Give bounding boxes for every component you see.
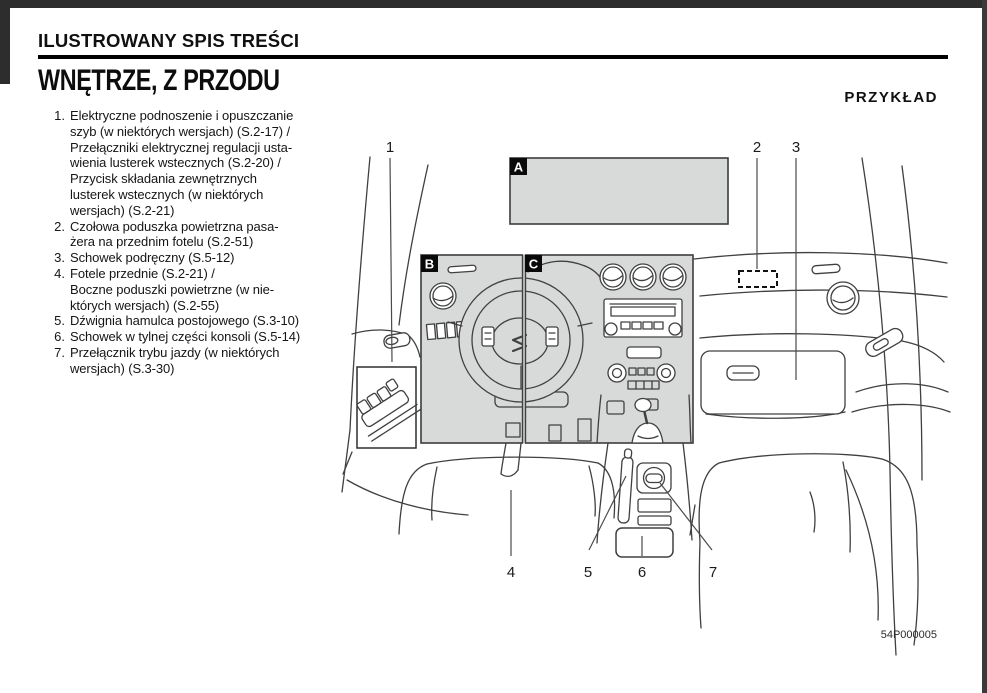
- page-edge-left: [0, 0, 10, 84]
- climate-controls: [607, 363, 676, 390]
- list-item-number: 7.: [54, 344, 65, 360]
- center-console-art: [527, 260, 692, 444]
- list-item: 5. Dźwignia hamulca postojowego (S.3-10): [50, 313, 350, 329]
- zone-chips: A B C: [421, 158, 542, 272]
- zone-chip-c: [525, 255, 542, 272]
- callout-3: 3: [792, 139, 800, 156]
- section-title: WNĘTRZE, Z PRZODU: [38, 64, 280, 97]
- list-item: 1. Elektryczne podnoszenie i opuszczanie…: [50, 108, 350, 219]
- left-seat: [398, 456, 616, 535]
- callout-7: 7: [709, 564, 717, 581]
- knee-panel-detail: [505, 422, 521, 438]
- zone-chip-a: [510, 158, 527, 175]
- panel-gap: [522, 254, 526, 444]
- gear-shifter: [631, 397, 664, 444]
- driver-dash-art: [425, 264, 569, 438]
- list-item-text: Przełącznik trybu jazdy (w niektórych we…: [70, 344, 280, 376]
- list-item-number: 5.: [54, 313, 65, 329]
- page-edge-top: [0, 0, 987, 8]
- list-item-number: 3.: [54, 250, 65, 266]
- right-door-handle: [865, 327, 904, 358]
- defroster-slot: [811, 263, 841, 275]
- list-item-number: 6.: [54, 329, 65, 345]
- console-switch: [606, 400, 625, 415]
- pedal: [548, 424, 562, 442]
- parking-brake-lever: [617, 448, 634, 524]
- console-compartment: [637, 498, 672, 513]
- seatbelt-buckle: [689, 504, 696, 536]
- lower-console: [596, 442, 693, 558]
- list-item-text: Elektryczne podnoszenie i opuszczanie sz…: [70, 108, 294, 218]
- zone-label-c: C: [529, 257, 539, 272]
- list-item-text: Dźwignia hamulca postojowego (S.3-10): [70, 313, 299, 329]
- right-seat: [689, 453, 919, 646]
- list-item: 4. Fotele przednie (S.2-21) / Boczne pod…: [50, 266, 350, 313]
- steering-wheel: [447, 277, 593, 403]
- callout-1: 1: [386, 139, 394, 156]
- page-title: ILUSTROWANY SPIS TREŚCI: [38, 30, 300, 51]
- header-rule: [38, 55, 948, 59]
- list-item-number: 1.: [54, 108, 65, 123]
- feature-list: 1. Elektryczne podnoszenie i opuszczanie…: [50, 108, 350, 377]
- callout-2: 2: [753, 139, 761, 156]
- list-item: 6. Schowek w tylnej części konsoli (S.5-…: [50, 329, 350, 345]
- zone-label-b: B: [425, 257, 434, 272]
- passenger-airbag-label: [738, 270, 778, 288]
- glovebox: [700, 350, 846, 415]
- console-storage-box: [615, 527, 674, 558]
- zone-chip-b: [421, 255, 438, 272]
- page-edge-right: [982, 0, 987, 693]
- zone-a-panel: [509, 157, 729, 225]
- console-tray: [626, 346, 662, 359]
- steering-column-lines: [500, 442, 522, 477]
- list-item-text: Czołowa poduszka powietrzna pasa- żera n…: [70, 218, 279, 250]
- console-compartment: [637, 515, 672, 526]
- inset-box: [356, 366, 417, 449]
- callout-4: 4: [507, 564, 515, 581]
- callouts: 1 2 3 4 5 6 7: [386, 139, 800, 581]
- zone-label-a: A: [514, 160, 524, 175]
- list-item: 3. Schowek podręczny (S.5-12): [50, 250, 350, 266]
- dash-slot: [447, 264, 477, 274]
- callout-6: 6: [638, 564, 646, 581]
- suzuki-logo: [511, 333, 528, 353]
- callout-5: 5: [584, 564, 592, 581]
- center-vents-icon: [599, 263, 687, 291]
- drive-mode-selector: [636, 462, 672, 494]
- list-item-text: Schowek podręczny (S.5-12): [70, 250, 235, 266]
- list-item-text: Fotele przednie (S.2-21) / Boczne podusz…: [70, 265, 274, 313]
- radio-unit: [603, 298, 683, 338]
- list-item-number: 4.: [54, 265, 65, 281]
- left-door-handle: [383, 332, 411, 349]
- list-item-text: Schowek w tylnej części konsoli (S.5-14): [70, 329, 301, 345]
- driver-vent-icon: [429, 282, 457, 310]
- panel-gap-borders: [521, 254, 527, 444]
- window-switch-cluster: [356, 378, 422, 442]
- pedal: [577, 418, 592, 442]
- right-vent-icon: [826, 281, 860, 315]
- right-door: [845, 157, 951, 656]
- window-switches-inset: [356, 332, 422, 449]
- figure-code: 54P000005: [880, 629, 937, 641]
- list-item: 7. Przełącznik trybu jazdy (w niektórych…: [50, 345, 350, 377]
- list-item-number: 2.: [54, 218, 65, 234]
- list-item: 2. Czołowa poduszka powietrzna pasa- żer…: [50, 219, 350, 251]
- example-label: PRZYKŁAD: [844, 89, 938, 106]
- seatbelt-buckle: [809, 491, 816, 533]
